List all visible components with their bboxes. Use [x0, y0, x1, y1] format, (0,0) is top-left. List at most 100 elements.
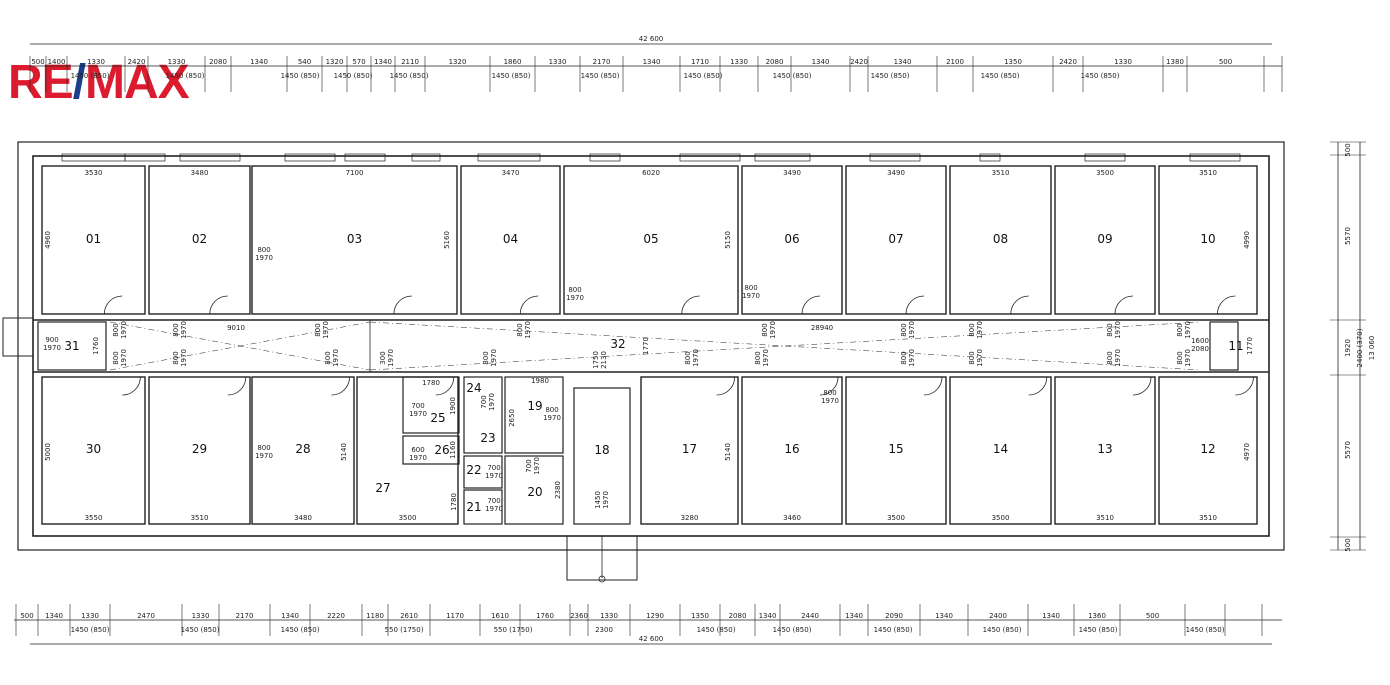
dim-top-segment: 1350 — [1004, 58, 1022, 66]
remax-logo: RE/MAX — [8, 56, 224, 109]
corridor-door-label: 8001970 — [112, 349, 128, 367]
room-26-height: 1160 — [449, 441, 457, 459]
dim-right: 5570 — [1344, 441, 1352, 459]
door-swing — [801, 295, 821, 315]
dim-top-window: 1450 (850) — [390, 72, 429, 80]
corridor-door-label: 8001970 — [968, 321, 984, 339]
dim-bottom-window: 1450 (850) — [983, 626, 1022, 634]
dim-right: 5570 — [1344, 227, 1352, 245]
dim-top-segment: 1320 — [326, 58, 344, 66]
dim-bottom-segment: 1610 — [491, 612, 509, 620]
dim-top-segment: 2100 — [946, 58, 964, 66]
door-swing — [103, 295, 123, 315]
window — [869, 153, 921, 162]
room-label: 07 — [888, 232, 903, 246]
room-width: 3500 — [887, 514, 905, 522]
room-height: 4960 — [44, 231, 52, 249]
window — [179, 153, 241, 162]
dim-right: 2400 (370) — [1356, 328, 1364, 367]
room-width: 3530 — [85, 169, 103, 177]
dim-top-segment: 1340 — [812, 58, 830, 66]
dim-bottom-segment: 1330 — [192, 612, 210, 620]
door-label: 7001970 — [525, 457, 541, 475]
dim-top-window: 1450 (850) — [166, 72, 205, 80]
room-width: 3510 — [191, 514, 209, 522]
room-wall — [1054, 165, 1156, 315]
room-wall — [741, 165, 843, 315]
dim-bottom-segment: 1290 — [646, 612, 664, 620]
room-19-height: 2650 — [508, 409, 516, 427]
inner-wall — [32, 155, 1270, 537]
room-label: 05 — [643, 232, 658, 246]
dim-top-window: 1450 (850) — [281, 72, 320, 80]
dim-bottom-segment: 2220 — [327, 612, 345, 620]
room-wall — [845, 376, 947, 525]
room-27-label: 27 — [375, 481, 390, 495]
dim-bottom-window: 1450 (850) — [71, 626, 110, 634]
dim-bottom-segment: 1340 — [935, 612, 953, 620]
dim-bottom-segment: 2080 — [729, 612, 747, 620]
door-swing — [681, 295, 700, 315]
dim-bottom-segment: 1330 — [81, 612, 99, 620]
dim-top-segment: 1340 — [250, 58, 268, 66]
room-22-label: 22 — [466, 463, 481, 477]
corridor-door-label: 8001970 — [968, 349, 984, 367]
dim-top-segment: 1340 — [374, 58, 392, 66]
dim-bottom-window: 1450 (850) — [773, 626, 812, 634]
corridor-door-label: 8001970 — [1176, 349, 1192, 367]
room-31-dim: 1760 — [92, 337, 100, 355]
dim-bottom-window: 1450 (850) — [281, 626, 320, 634]
dim-top-segment: 2080 — [209, 58, 227, 66]
room-label: 15 — [888, 442, 903, 456]
dim-bottom-segment: 2440 — [801, 612, 819, 620]
dim-top-window: 1450 (850) — [1081, 72, 1120, 80]
dim-bottom-segment: 2610 — [400, 612, 418, 620]
dim-top-segment: 1330 — [549, 58, 567, 66]
dim-top-window: 1450 (850) — [684, 72, 723, 80]
dim-bottom-segment: 2170 — [236, 612, 254, 620]
corridor-diagonal — [369, 321, 1201, 371]
door-swing — [1235, 376, 1254, 396]
door-swing — [1114, 295, 1134, 315]
room-25-width: 1780 — [422, 379, 440, 387]
dim-top-segment: 1330 — [168, 58, 186, 66]
room-label: 08 — [993, 232, 1008, 246]
dim-bottom-segment: 2400 — [989, 612, 1007, 620]
room-label: 03 — [347, 232, 362, 246]
corridor-door-label: 8001970 — [482, 349, 498, 367]
corridor-door-label: 8001970 — [516, 321, 532, 339]
room-21-label: 21 — [466, 500, 481, 514]
door-swing — [519, 295, 539, 315]
room-22 — [463, 455, 503, 489]
door-swing — [227, 376, 247, 396]
dim-bottom-window: 1450 (850) — [874, 626, 913, 634]
door-swing — [923, 376, 943, 396]
dim-top-segment: 2080 — [766, 58, 784, 66]
room-width: 3490 — [783, 169, 801, 177]
dim-bottom-segment: 1340 — [845, 612, 863, 620]
corridor-door-label: 8001970 — [172, 349, 188, 367]
dim-bottom-segment: 1170 — [446, 612, 464, 620]
dim-top-segment: 540 — [298, 58, 311, 66]
dim-bottom-window: 550 (1750) — [494, 626, 533, 634]
dim-bottom-window: 2300 — [595, 626, 613, 634]
dim-top-segment: 500 — [31, 58, 44, 66]
room-26 — [402, 435, 460, 465]
window — [979, 153, 1001, 162]
room-wall — [251, 165, 458, 315]
door-swing — [393, 295, 412, 315]
room-label: 12 — [1200, 442, 1215, 456]
room-wall — [1158, 165, 1258, 315]
total-width-top: 42 600 — [639, 35, 664, 43]
room-width: 6020 — [642, 169, 660, 177]
corridor-door-label: 8001970 — [761, 321, 777, 339]
room-18 — [573, 387, 631, 525]
room-width: 3510 — [1096, 514, 1114, 522]
room-wall — [1054, 376, 1156, 525]
